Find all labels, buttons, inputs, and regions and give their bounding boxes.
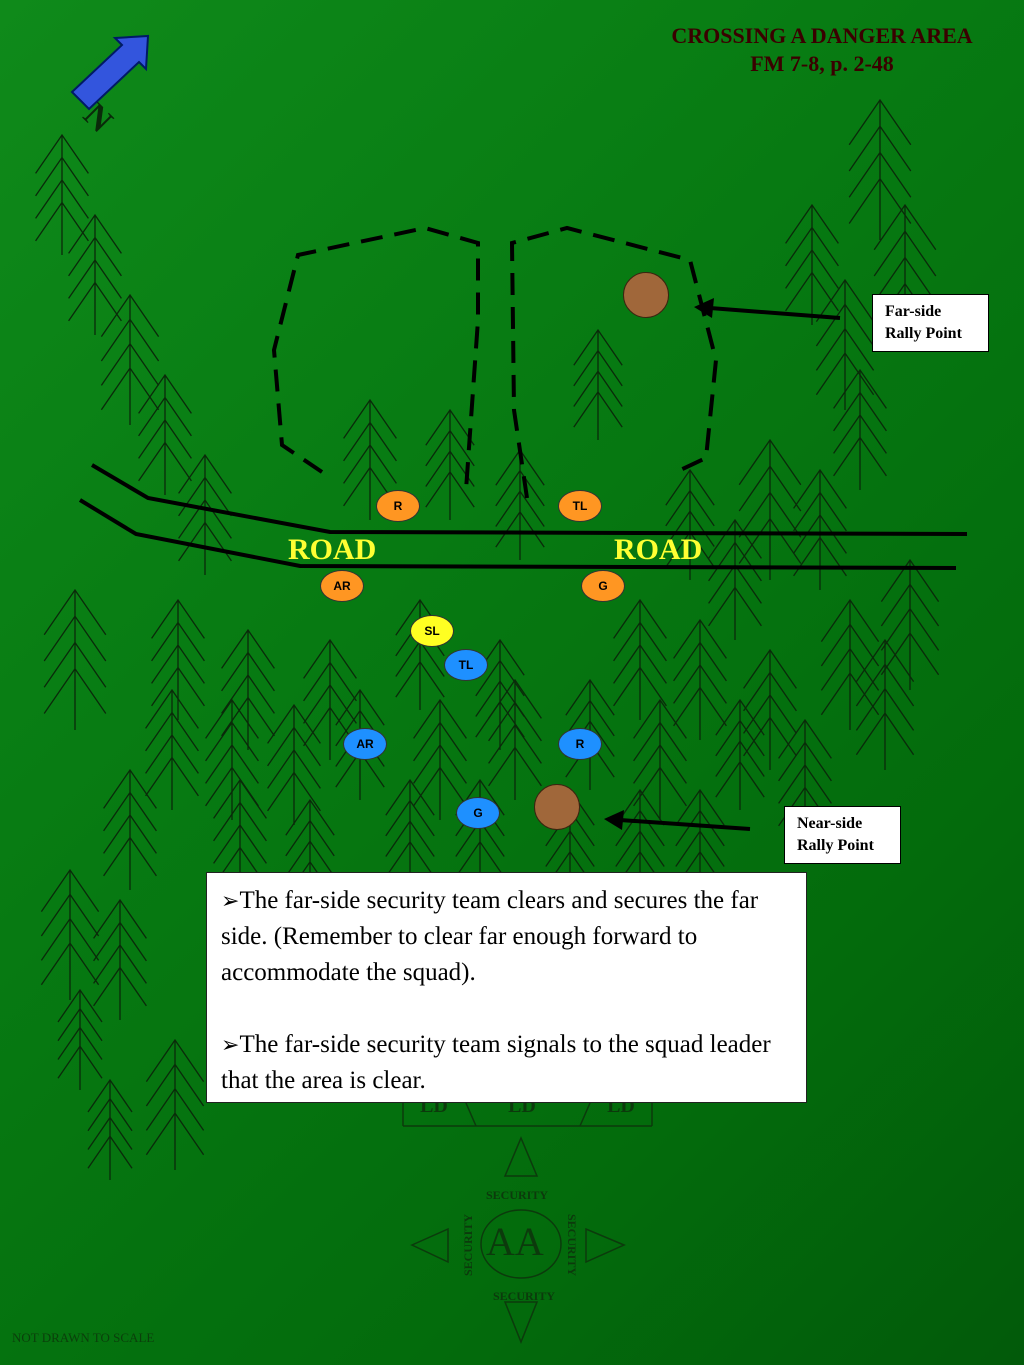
title-line-1: CROSSING A DANGER AREA	[671, 23, 973, 48]
road-label-left: ROAD	[288, 533, 377, 566]
pine-tree-icon	[673, 618, 727, 740]
pine-tree-icon	[151, 598, 205, 720]
road-south-edge	[78, 498, 957, 570]
right-security-sector	[509, 225, 719, 499]
pine-tree-icon	[205, 698, 259, 820]
near-team-grenadier: G	[456, 797, 500, 829]
pine-tree-icon	[343, 398, 397, 520]
north-arrow-icon	[70, 34, 150, 111]
pine-tree-icon	[855, 638, 915, 770]
pine-tree-icon	[87, 1078, 133, 1180]
pine-tree-icon	[303, 638, 357, 760]
pine-tree-icon	[665, 468, 715, 580]
pine-tree-icon	[103, 768, 157, 890]
pine-tree-icon	[267, 703, 321, 825]
pine-tree-icon	[138, 373, 192, 495]
far-side-rally-point	[623, 272, 669, 318]
security-triangle-north-icon	[503, 1136, 539, 1177]
pine-tree-icon	[100, 293, 160, 425]
pine-tree-icon	[848, 98, 912, 240]
pine-tree-icon	[413, 698, 467, 820]
explanation-paragraph-1: ➢The far-side security team clears and s…	[221, 883, 792, 991]
arrow-bullet-icon: ➢	[221, 888, 240, 913]
pine-tree-icon	[738, 438, 802, 580]
pine-tree-icon	[615, 788, 665, 900]
pine-tree-icon	[57, 988, 103, 1090]
explanation-paragraph-2: ➢The far-side security team signals to t…	[221, 1027, 792, 1099]
pine-tree-icon	[488, 678, 542, 800]
far-team-grenadier: G	[581, 570, 625, 602]
near-team-rifleman: R	[558, 728, 602, 760]
pine-tree-icon	[35, 133, 89, 255]
page-title: CROSSING A DANGER AREA FM 7-8, p. 2-48	[620, 22, 1024, 78]
far-team-automatic-rifleman: AR	[320, 570, 364, 602]
security-label-east: SECURITY	[565, 1214, 579, 1276]
near-side-rally-callout: Near-side Rally Point	[784, 806, 901, 864]
security-label-north: SECURITY	[486, 1188, 549, 1202]
near-callout-line-1: Near-side	[797, 815, 863, 832]
pine-tree-icon	[68, 213, 122, 335]
pine-tree-icon	[93, 898, 147, 1020]
far-callout-line-2: Rally Point	[885, 325, 962, 342]
near-callout-line-2: Rally Point	[797, 837, 874, 854]
security-triangle-east-icon	[585, 1227, 626, 1264]
pine-tree-icon	[675, 788, 725, 900]
pine-tree-icon	[793, 468, 847, 590]
pine-tree-icon	[715, 698, 765, 810]
pine-tree-icon	[40, 868, 100, 1000]
paragraph-2-text: The far-side security team signals to th…	[221, 1031, 771, 1094]
road-north-edge	[90, 463, 968, 536]
far-team-rifleman: R	[376, 490, 420, 522]
near-rally-pointer-arrow	[604, 810, 751, 831]
pine-tree-icon	[785, 203, 839, 325]
pine-tree-icon	[43, 588, 107, 730]
far-rally-pointer-arrow	[694, 298, 841, 320]
squad-leader: SL	[410, 615, 454, 647]
pine-tree-icon	[221, 628, 275, 750]
pine-tree-icon	[385, 778, 435, 890]
pine-tree-icon	[613, 598, 667, 720]
pine-tree-icon	[880, 558, 940, 690]
security-label-south: SECURITY	[493, 1289, 555, 1303]
far-side-rally-callout: Far-side Rally Point	[872, 294, 989, 352]
security-triangle-west-icon	[410, 1227, 449, 1264]
paragraph-1-text: The far-side security team clears and se…	[221, 887, 759, 986]
security-triangle-south-icon	[503, 1301, 539, 1345]
pine-tree-icon	[285, 798, 335, 910]
pine-tree-icon	[633, 698, 687, 820]
pine-tree-icon	[815, 278, 875, 410]
pine-tree-icon	[778, 718, 832, 840]
assembly-area-label: AA	[486, 1219, 544, 1264]
pine-tree-icon	[213, 778, 267, 900]
left-security-sector	[271, 225, 480, 491]
arrow-bullet-icon: ➢	[221, 1032, 240, 1057]
pine-tree-icon	[833, 368, 887, 490]
far-team-team-leader: TL	[558, 490, 602, 522]
near-side-rally-point	[534, 784, 580, 830]
near-team-team-leader: TL	[444, 649, 488, 681]
pine-tree-icon	[425, 408, 475, 520]
pine-tree-icon	[708, 518, 762, 640]
far-callout-line-1: Far-side	[885, 303, 942, 320]
pine-tree-icon	[475, 638, 525, 750]
pine-tree-icon	[145, 688, 199, 810]
near-team-automatic-rifleman: AR	[343, 728, 387, 760]
security-label-west: SECURITY	[461, 1214, 475, 1276]
road-label-right: ROAD	[614, 533, 703, 566]
pine-tree-icon	[820, 598, 880, 730]
title-line-2: FM 7-8, p. 2-48	[750, 51, 894, 76]
assembly-area-circle	[480, 1209, 562, 1279]
scale-footnote: NOT DRAWN TO SCALE	[12, 1330, 155, 1345]
pine-tree-icon	[743, 648, 797, 770]
pine-tree-icon	[873, 203, 937, 345]
pine-tree-icon	[573, 328, 623, 440]
pine-tree-icon	[145, 1038, 205, 1170]
line-of-departure	[402, 1102, 653, 1127]
explanation-text-box: ➢The far-side security team clears and s…	[206, 872, 807, 1103]
pine-tree-icon	[178, 453, 232, 575]
